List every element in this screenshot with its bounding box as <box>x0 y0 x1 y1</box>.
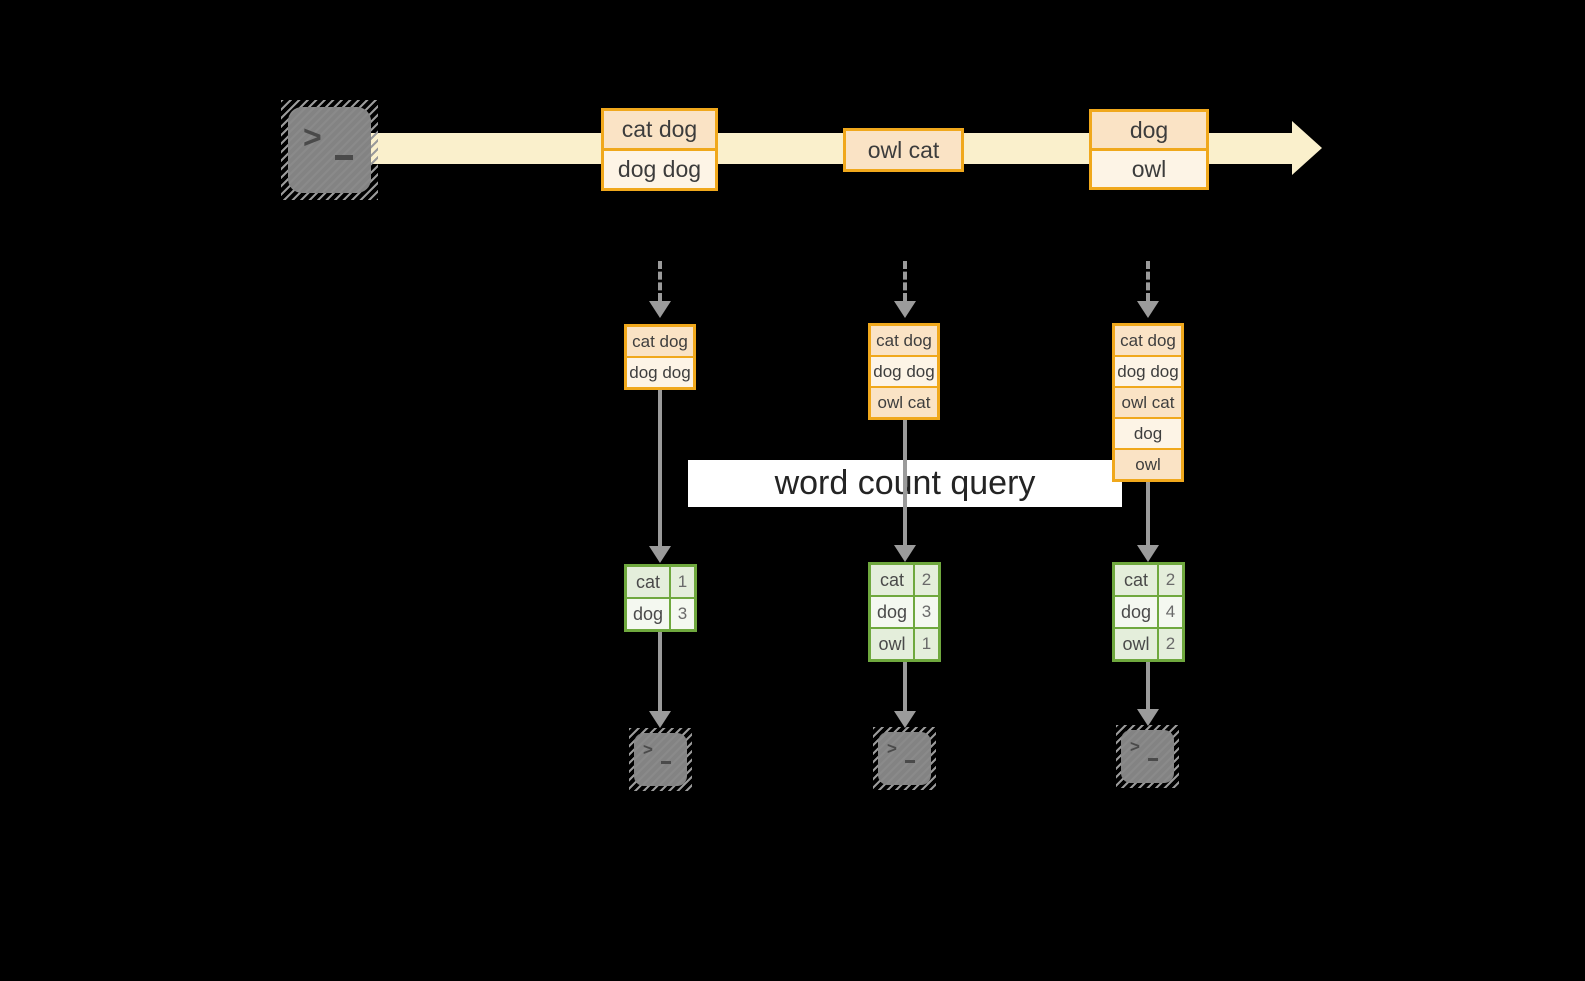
buffer-row: dog dog <box>627 356 693 387</box>
word-cell: dog <box>1115 597 1159 627</box>
source-terminal-icon: > <box>281 100 378 200</box>
output-terminal-icon-3: > <box>1116 725 1179 788</box>
arrowhead-icon <box>1137 709 1159 726</box>
connector-line <box>658 388 662 546</box>
count-cell: 3 <box>921 602 932 621</box>
arrowhead-icon <box>894 545 916 562</box>
dashed-arrow-line <box>658 261 662 301</box>
count-table-2: cat 2 dog 3 owl 1 <box>868 562 941 662</box>
terminal-cursor-icon <box>1148 758 1158 761</box>
table-row: owl 1 <box>871 627 938 659</box>
count-cell: 1 <box>921 634 932 653</box>
terminal-screen: > <box>878 732 931 785</box>
table-row: dog 3 <box>871 595 938 627</box>
terminal-prompt-icon: > <box>643 740 653 759</box>
table-row: cat 2 <box>1115 565 1182 595</box>
word-cell: owl <box>871 629 915 659</box>
count-cell: 4 <box>1165 602 1176 621</box>
word-cell: cat <box>627 567 671 597</box>
connector-line <box>903 662 907 711</box>
dashed-arrowhead-icon <box>894 301 916 318</box>
buffer-row: cat dog <box>627 327 693 356</box>
buffer-row: owl cat <box>871 386 937 417</box>
buffer-row: owl <box>1115 448 1181 479</box>
table-row: owl 2 <box>1115 627 1182 659</box>
connector-line <box>658 632 662 711</box>
word-cell: cat <box>871 565 915 595</box>
terminal-prompt-icon: > <box>887 739 897 758</box>
dashed-arrow-line <box>903 261 907 301</box>
arrowhead-icon <box>894 711 916 728</box>
buffer-row: cat dog <box>1115 326 1181 355</box>
timeline-event-box-3: dog owl <box>1089 109 1209 190</box>
table-row: cat 1 <box>627 567 694 597</box>
buffer-stack-2: cat dog dog dog owl cat <box>868 323 940 420</box>
buffer-row: dog <box>1115 417 1181 448</box>
count-cell: 3 <box>677 604 688 623</box>
connector-line <box>903 418 907 545</box>
dashed-arrow-line <box>1146 261 1150 301</box>
terminal-screen: > <box>634 733 687 786</box>
buffer-stack-3: cat dog dog dog owl cat dog owl <box>1112 323 1184 482</box>
terminal-cursor-icon <box>905 760 915 763</box>
arrowhead-icon <box>649 711 671 728</box>
event-line: cat dog <box>604 111 715 148</box>
event-line: dog dog <box>604 148 715 188</box>
terminal-prompt-icon: > <box>303 119 322 155</box>
buffer-row: cat dog <box>871 326 937 355</box>
buffer-row: owl cat <box>1115 386 1181 417</box>
terminal-cursor-icon <box>335 155 353 160</box>
count-table-3: cat 2 dog 4 owl 2 <box>1112 562 1185 662</box>
connector-line <box>1146 662 1150 709</box>
count-cell: 2 <box>921 570 932 589</box>
terminal-screen: > <box>288 107 371 193</box>
event-line: owl <box>1092 148 1206 187</box>
count-table-1: cat 1 dog 3 <box>624 564 697 632</box>
count-cell: 2 <box>1165 570 1176 589</box>
count-cell: 1 <box>677 572 688 591</box>
arrowhead-icon <box>1137 545 1159 562</box>
event-line: dog <box>1092 112 1206 148</box>
table-row: dog 4 <box>1115 595 1182 627</box>
buffer-row: dog dog <box>871 355 937 386</box>
buffer-stack-1: cat dog dog dog <box>624 324 696 390</box>
count-cell: 2 <box>1165 634 1176 653</box>
timeline-event-box-1: cat dog dog dog <box>601 108 718 191</box>
dashed-arrowhead-icon <box>1137 301 1159 318</box>
stream-timeline-arrowhead-icon <box>1292 121 1322 175</box>
table-row: dog 3 <box>627 597 694 629</box>
output-terminal-icon-1: > <box>629 728 692 791</box>
dashed-arrowhead-icon <box>649 301 671 318</box>
terminal-screen: > <box>1121 730 1174 783</box>
connector-line <box>1146 480 1150 545</box>
timeline-event-box-2: owl cat <box>843 128 964 172</box>
event-line: owl cat <box>846 131 961 169</box>
word-cell: owl <box>1115 629 1159 659</box>
word-cell: dog <box>627 599 671 629</box>
arrowhead-icon <box>649 546 671 563</box>
terminal-cursor-icon <box>661 761 671 764</box>
word-cell: dog <box>871 597 915 627</box>
word-cell: cat <box>1115 565 1159 595</box>
table-row: cat 2 <box>871 565 938 595</box>
terminal-prompt-icon: > <box>1130 737 1140 756</box>
buffer-row: dog dog <box>1115 355 1181 386</box>
output-terminal-icon-2: > <box>873 727 936 790</box>
